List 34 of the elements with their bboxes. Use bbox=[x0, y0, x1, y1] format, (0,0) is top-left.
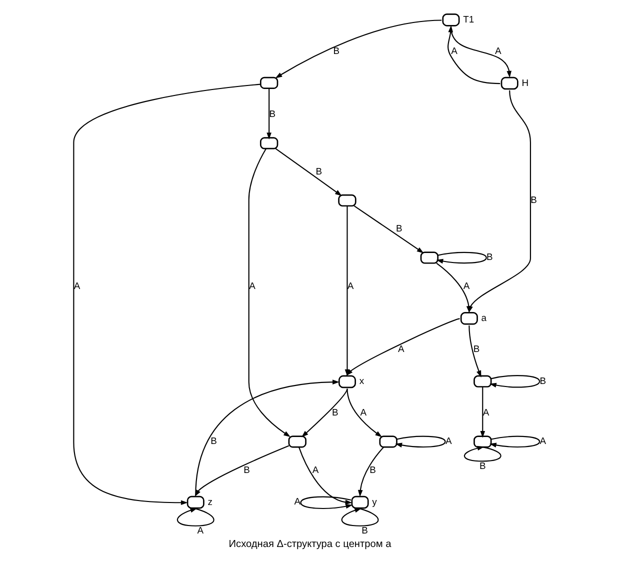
node-label: a bbox=[480, 312, 486, 323]
node-label: x bbox=[358, 375, 364, 386]
edge-label: A bbox=[397, 343, 404, 354]
node-label: y bbox=[372, 496, 376, 507]
edge-label: A bbox=[73, 280, 80, 291]
node-label: H bbox=[521, 76, 528, 88]
node-label: z bbox=[207, 496, 212, 507]
edge-label: A bbox=[494, 44, 501, 56]
edge-label: A bbox=[450, 44, 457, 56]
edge-label: B bbox=[268, 108, 276, 120]
edge-label: B bbox=[530, 194, 536, 205]
edge-label: B bbox=[210, 435, 216, 446]
node-label: T1 bbox=[462, 13, 474, 24]
edge-label: A bbox=[462, 280, 470, 291]
caption: Исходная Δ-структура с центром а bbox=[228, 538, 391, 550]
edge-label: B bbox=[478, 460, 486, 471]
edge-label: A bbox=[196, 524, 203, 536]
edge-label: B bbox=[243, 464, 250, 475]
edge-label: B bbox=[472, 343, 480, 354]
edge-label: A bbox=[539, 435, 546, 446]
edge-label: B bbox=[369, 464, 376, 475]
edge-label: A bbox=[294, 495, 300, 506]
edge-label: B bbox=[331, 406, 338, 418]
edge-label: A bbox=[482, 406, 489, 418]
edge-label: A bbox=[346, 280, 354, 291]
edge-label: A bbox=[312, 464, 318, 475]
edge-label: B bbox=[315, 165, 322, 176]
edge-label: B bbox=[361, 524, 368, 536]
edge-label: A bbox=[444, 435, 452, 446]
edge-label: B bbox=[486, 251, 492, 262]
edge-label: B bbox=[395, 222, 402, 234]
edge-label: B bbox=[539, 374, 546, 386]
edge-label: A bbox=[360, 406, 366, 418]
edge-label: B bbox=[332, 44, 340, 56]
